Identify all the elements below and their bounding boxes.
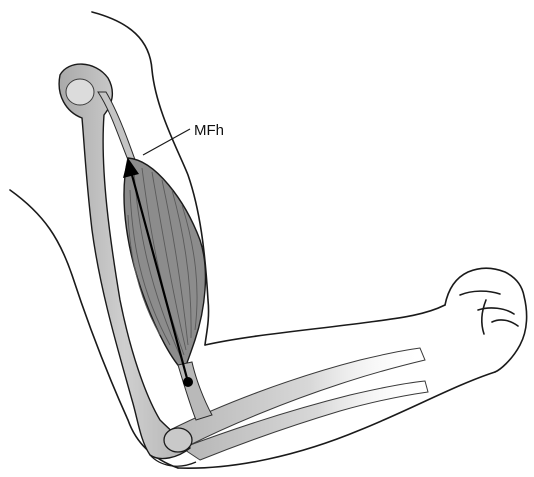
biceps-distal-tendon: [178, 362, 212, 420]
vector-origin-dot: [183, 377, 193, 387]
forearm-bones: [170, 348, 428, 460]
label-leader-line: [143, 129, 190, 155]
force-vector-label: MFh: [194, 122, 224, 139]
